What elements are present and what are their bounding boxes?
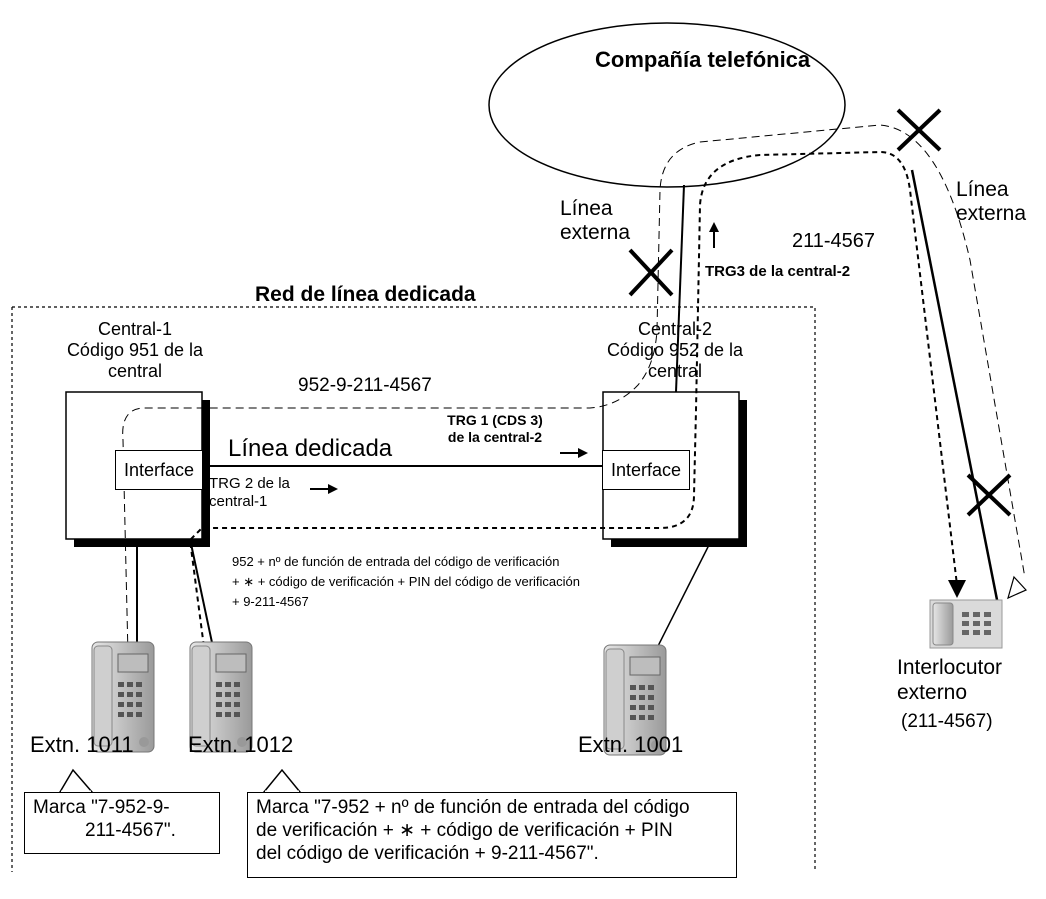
central1-code-line2: central (107, 361, 163, 381)
wire-ext-1012 (189, 538, 215, 653)
trg1-label-line1: TRG 1 (CDS 3) (447, 412, 543, 428)
phone-ext-1012 (189, 641, 253, 753)
sequence-line2: + ∗ + código de verificación + PIN del c… (232, 574, 581, 589)
trg1-label-line2: de la central-2 (447, 429, 543, 445)
sequence-line3: + 9-211-4567 (232, 594, 309, 609)
external-party-line1: Interlocutor (897, 656, 1003, 679)
central1-code-line1: Código 951 de la (66, 340, 204, 360)
central1-interface-label: Interface (123, 459, 195, 480)
block-mark-top (896, 108, 942, 152)
arrow-trg2-right (310, 484, 338, 494)
external-party-line2: externo (897, 681, 968, 704)
trg3-label: TRG3 de la central-2 (705, 263, 851, 280)
dedicated-line-label: Línea dedicada (228, 435, 393, 462)
ext-1001-label: Extn. 1001 (578, 732, 684, 757)
external-line-left-label: Línea externa (560, 197, 631, 245)
bubble2-line1: Marca "7-952 + nº de función de entrada … (256, 797, 690, 818)
central2-code-line1: Código 952 de la (606, 340, 744, 360)
dial-952-label: 952-9-211-4567 (298, 375, 432, 396)
central2-code-line2: central (647, 361, 703, 381)
arrow-trg1-right (560, 448, 588, 458)
bubble1-line1: Marca "7-952-9- (33, 797, 170, 818)
trg2-label-line1: TRG 2 de la (209, 475, 290, 492)
external-line-party (910, 169, 1003, 621)
call-path-ext1011 (122, 124, 1026, 656)
phone-external-party (929, 599, 1003, 649)
external-party-number: (211-4567) (901, 711, 993, 732)
central2-interface-label: Interface (610, 459, 682, 480)
block-mark-right (966, 473, 1012, 517)
telephone-company-cloud (488, 22, 846, 188)
ext-1011-label: Extn. 1011 (30, 732, 134, 757)
arrow-trg3-up (709, 222, 719, 248)
dedicated-network-title: Red de línea dedicada (255, 283, 476, 306)
bubble1-tail (58, 768, 94, 793)
trg2-label-line2: central-1 (209, 493, 268, 510)
bubble-ext-1011: Marca "7-952-9- 211-4567". (24, 792, 220, 854)
external-line-central2 (675, 184, 685, 393)
central2-interface: Interface (602, 450, 690, 490)
phone-ext-1001 (603, 644, 667, 756)
central2-name: Central-2 (637, 319, 713, 339)
bubble-ext-1012: Marca "7-952 + nº de función de entrada … (247, 792, 737, 878)
bubble2-tail (262, 768, 302, 793)
ext-1012-label: Extn. 1012 (188, 732, 294, 757)
block-mark-left (628, 248, 674, 297)
central1-name: Central-1 (97, 319, 173, 339)
number-211-label: 211-4567 (792, 230, 876, 252)
dedicated-network-boundary (11, 306, 816, 872)
arrowhead-filled (948, 580, 966, 598)
arrowhead-open (1007, 575, 1028, 600)
telephone-company-title: Compañía telefónica (595, 47, 811, 72)
external-line-right-label: Línea externa (956, 178, 1027, 226)
call-path-ext1012 (188, 150, 958, 656)
bubble2-line3: del código de verificación + 9-211-4567"… (256, 842, 599, 864)
bubble2-line2: de verificación + ∗ + código de verifica… (256, 819, 673, 841)
central1-interface: Interface (115, 450, 203, 490)
sequence-line1: 952 + nº de función de entrada del códig… (232, 554, 560, 569)
bubble1-line2: 211-4567". (85, 819, 176, 841)
phone-ext-1011 (91, 641, 155, 753)
wire-ext-1001 (654, 538, 713, 653)
